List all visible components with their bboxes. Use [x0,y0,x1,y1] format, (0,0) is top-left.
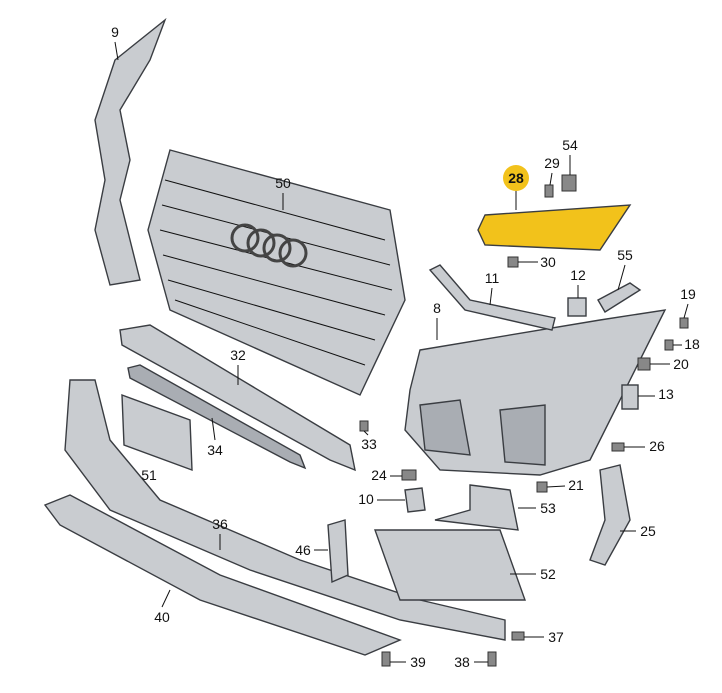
label-29: 29 [544,155,560,171]
label-21: 21 [568,477,584,493]
label-8: 8 [433,300,441,316]
label-33: 33 [361,436,377,452]
part-36 [64,379,506,641]
part-51 [121,393,193,472]
label-38: 38 [454,654,470,670]
label-37: 37 [548,629,564,645]
audi-rings-logo [230,223,308,268]
part-8-fog-opening-right [499,404,546,466]
label-28-highlighted: 28 [503,165,529,191]
label-54: 54 [562,137,578,153]
leader-lines [114,41,689,663]
label-53: 53 [540,500,556,516]
part-9 [94,17,167,286]
part-40 [43,494,402,656]
part-50 [147,149,406,396]
part-8-fog-opening [419,399,471,456]
part-25 [589,464,631,566]
part-34 [127,364,307,470]
label-46: 46 [295,542,311,558]
label-25: 25 [640,523,656,539]
label-32: 32 [230,347,246,363]
label-13: 13 [658,386,674,402]
label-55: 55 [617,247,633,263]
label-50: 50 [275,175,291,191]
part-8 [404,309,667,476]
label-11: 11 [484,270,500,286]
part-28 [477,204,632,251]
part-10 [404,487,426,513]
label-19: 19 [680,286,696,302]
label-39: 39 [410,654,426,670]
part-13 [621,384,639,410]
label-36: 36 [212,516,228,532]
part-52 [374,529,526,601]
label-9: 9 [111,24,119,40]
part-11 [428,264,556,331]
label-10: 10 [358,491,374,507]
part-46 [327,519,349,584]
label-40: 40 [154,609,170,625]
part-32 [119,324,356,472]
label-30: 30 [540,254,556,270]
label-24: 24 [371,467,387,483]
label-12: 12 [570,267,586,283]
label-52: 52 [540,566,556,582]
part-53 [434,484,519,531]
part-12 [567,297,587,317]
part-55 [597,282,642,313]
label-20: 20 [673,356,689,372]
label-26: 26 [649,438,665,454]
label-34: 34 [207,442,223,458]
label-18: 18 [684,336,700,352]
label-51: 51 [141,467,157,483]
